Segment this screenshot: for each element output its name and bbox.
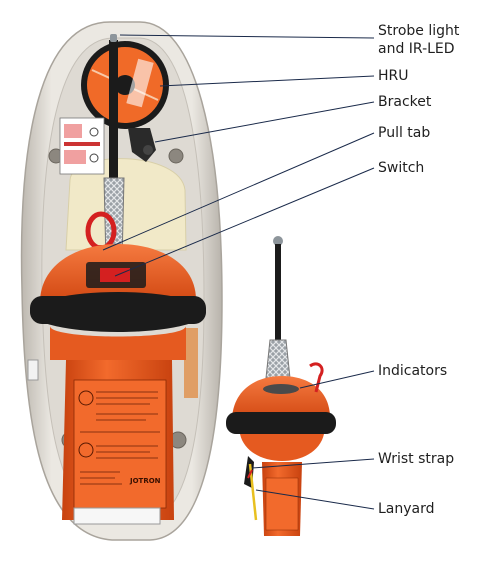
brand-label: JOTRON — [129, 477, 161, 485]
leader-indicators — [299, 370, 375, 389]
label-strobe-line1: Strobe light — [378, 23, 460, 39]
label-lanyard: Lanyard — [378, 501, 435, 517]
label-bracket: Bracket — [378, 94, 432, 110]
leader-lanyard — [255, 489, 375, 510]
bracket-clip — [128, 128, 156, 162]
label-hru: HRU — [378, 68, 409, 84]
label-strobe-line2: and IR-LED — [378, 41, 455, 57]
leader-switch — [114, 167, 375, 277]
leader-lines — [102, 34, 375, 510]
beacon-small — [226, 236, 336, 536]
leader-pulltab — [102, 132, 375, 251]
instruction-sticker — [59, 117, 105, 175]
leader-wriststrap — [251, 458, 375, 469]
label-pulltab: Pull tab — [378, 125, 431, 141]
label-indicators: Indicators — [378, 363, 448, 379]
leader-bracket — [154, 101, 375, 143]
leader-hru — [159, 75, 375, 87]
hru-unit — [81, 41, 169, 129]
label-strobe: Strobe light and IR-LED — [378, 22, 459, 58]
label-wriststrap: Wrist strap — [378, 451, 455, 467]
label-switch: Switch — [378, 160, 425, 176]
leader-strobe — [119, 34, 375, 39]
